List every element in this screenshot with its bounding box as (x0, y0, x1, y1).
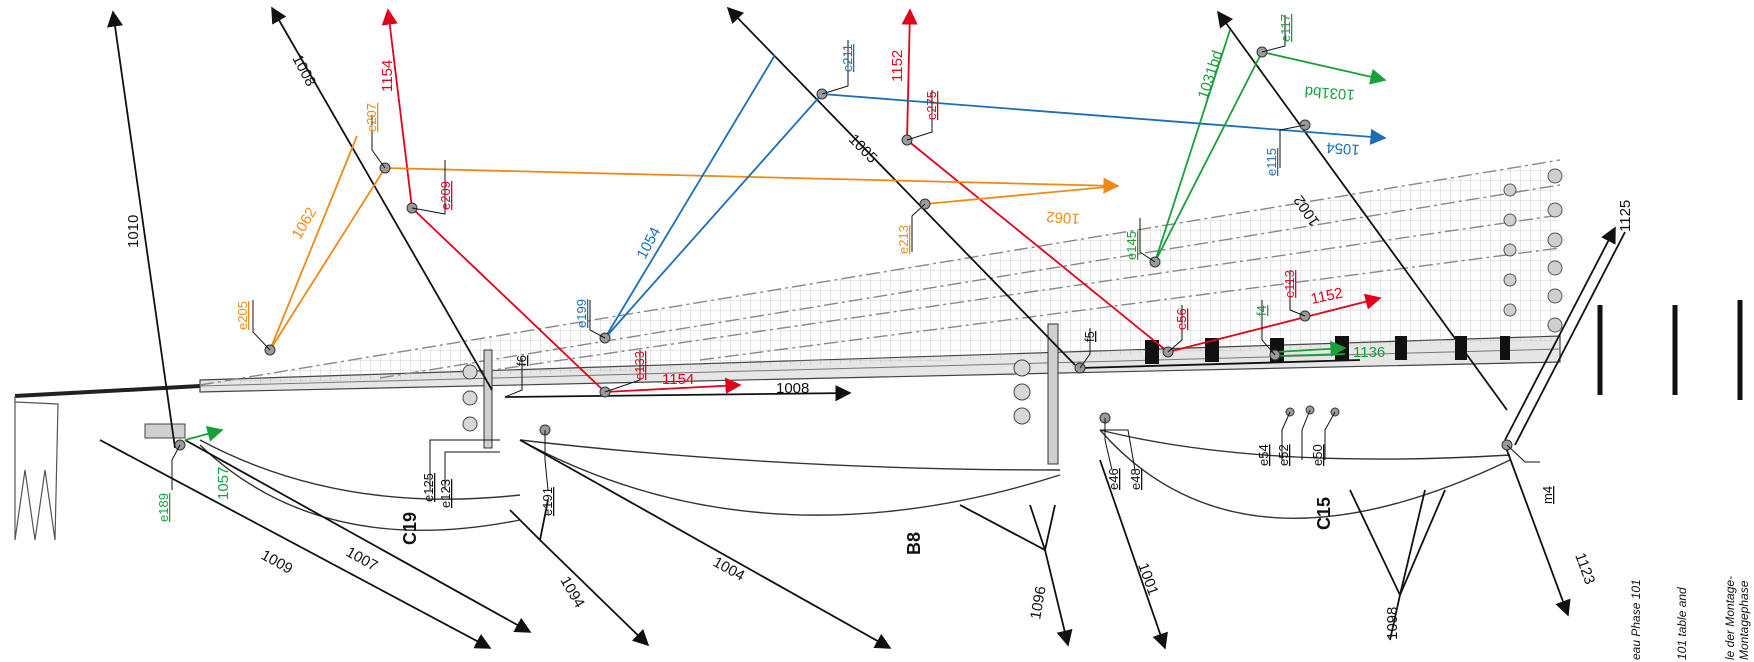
label-1010: 1010 (125, 215, 142, 248)
point-m4: m4 (1540, 486, 1555, 504)
label-1008-top: 1008 (288, 52, 319, 89)
line-1152-top (901, 8, 918, 141)
line-1096 (1044, 549, 1073, 647)
point-e50: e50 (1310, 444, 1325, 466)
line-1125b (1514, 231, 1626, 446)
label-1001: 1001 (1134, 561, 1161, 598)
green-lines (184, 29, 1387, 442)
line-1001 (1099, 459, 1168, 650)
margin-note-3b: Montagephase (1737, 580, 1751, 660)
point-e113: e113 (1282, 270, 1297, 298)
line-1031bd-a (1154, 29, 1231, 263)
point-e199: e199 (574, 299, 589, 328)
margin-note-3a: le der Montage- (1723, 576, 1737, 660)
label-1152-mid: 1152 (1309, 285, 1344, 308)
line-1005 (726, 6, 1076, 366)
label-1031bd-b: 1031bd (1304, 83, 1355, 103)
point-e213: e213 (896, 225, 911, 254)
line-1062-b (384, 167, 1120, 194)
label-1094: 1094 (557, 574, 588, 611)
label-1125: 1125 (1617, 200, 1634, 232)
label-1005: 1005 (845, 131, 880, 167)
label-1154-top: 1154 (379, 60, 396, 92)
line-1031bd-b (1261, 51, 1387, 85)
point-e52: e52 (1276, 444, 1291, 466)
line-1009 (99, 439, 492, 649)
point-e275: e275 (924, 91, 939, 120)
point-e145: e145 (1124, 231, 1139, 260)
point-e191: e191 (540, 487, 555, 516)
point-e48: e48 (1128, 468, 1143, 490)
line-1062-a (269, 167, 386, 351)
label-1007: 1007 (343, 544, 380, 575)
cap-bow (144, 423, 186, 439)
line-1125a (1504, 226, 1616, 441)
line-1004 (519, 439, 892, 649)
line-1057 (184, 425, 224, 442)
line-1054-b (821, 93, 1387, 145)
point-e115: e115 (1264, 148, 1279, 176)
line-1054-a (604, 54, 776, 339)
point-e189: e189 (156, 493, 171, 522)
section-c15: C15 (1314, 497, 1334, 530)
point-e207: e207 (364, 103, 379, 132)
line-1136 (1274, 340, 1347, 357)
label-1054-a: 1054 (634, 224, 665, 261)
bowsprit-spar (14, 384, 201, 398)
label-1054-b: 1054 (1326, 139, 1360, 158)
label-1009: 1009 (258, 547, 295, 578)
label-1062-b: 1062 (1046, 208, 1080, 227)
label-1136: 1136 (1353, 344, 1385, 361)
label-1123: 1123 (1571, 551, 1598, 587)
ship-sketch (14, 159, 1743, 541)
line-1002 (1217, 10, 1508, 411)
point-e56: e56 (1174, 308, 1189, 330)
cap-c19 (483, 349, 493, 449)
label-1096: 1096 (1027, 585, 1050, 621)
point-e54: e54 (1256, 444, 1271, 466)
section-c19: C19 (400, 512, 420, 545)
point-e211: e211 (840, 44, 855, 72)
point-e117: e117 (1278, 14, 1293, 42)
black-lines (99, 6, 1626, 650)
line-f5 (1079, 359, 1361, 369)
point-e125: e125 (421, 473, 436, 502)
margin-note-2: 101 table and (1675, 587, 1689, 660)
point-f4: f4 (1254, 305, 1269, 316)
point-e209: e209 (438, 181, 453, 210)
section-b8: B8 (904, 532, 924, 555)
blue-lines (604, 54, 1387, 339)
line-1123 (1504, 444, 1571, 617)
label-1031bd-a: 1031bd (1195, 48, 1227, 101)
point-f6: f6 (514, 355, 529, 366)
margin-note-1: eau Phase 101 (1629, 579, 1643, 660)
point-e205: e205 (235, 301, 250, 330)
line-1154-top (381, 8, 413, 209)
line-1008-mid (504, 385, 852, 402)
point-f5: f5 (1082, 331, 1097, 342)
orange-lines (269, 135, 1120, 351)
line-1008-top (271, 6, 493, 391)
label-1008-mid: 1008 (776, 380, 809, 397)
label-1057: 1057 (215, 467, 232, 500)
pennant (14, 396, 59, 541)
label-1154-mid: 1154 (662, 371, 694, 388)
point-e46: e46 (1106, 468, 1121, 490)
label-1098: 1098 (1384, 607, 1401, 640)
line-1007 (184, 439, 532, 633)
cap-b8 (1047, 323, 1059, 465)
line-1094 (539, 539, 650, 647)
label-1152-top: 1152 (889, 50, 906, 82)
line-1010 (107, 10, 176, 449)
point-e123: e123 (438, 479, 453, 508)
point-e133: e133 (632, 351, 647, 380)
